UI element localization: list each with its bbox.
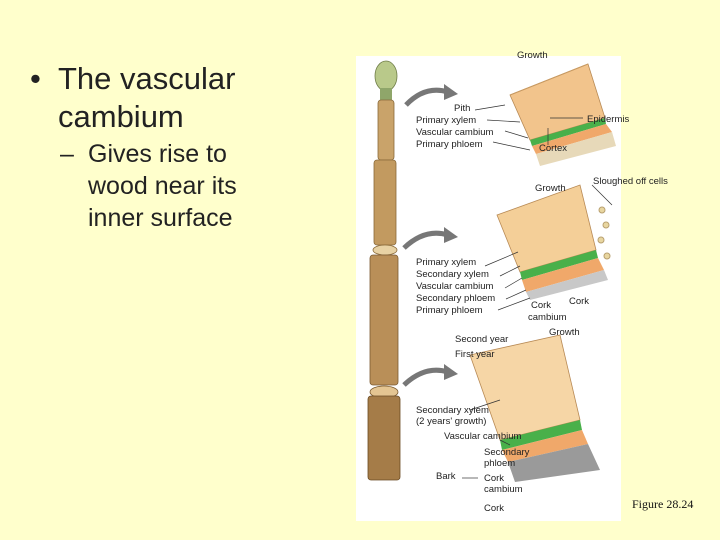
label-secondary-phloem-3-line-1: Secondary <box>484 447 530 458</box>
arrow-2-icon <box>402 230 449 250</box>
label-primary-phloem-2: Primary phloem <box>416 305 483 316</box>
phloem-band-2 <box>522 258 604 292</box>
older-stem-segment <box>367 395 401 481</box>
label-first-year: First year <box>455 349 495 360</box>
leader-line <box>504 277 523 289</box>
sloughed-cell-icon <box>602 221 610 229</box>
cortex-band-1 <box>536 132 616 166</box>
leader-lines <box>462 104 613 479</box>
first-year-stem-segment <box>373 159 397 246</box>
figure-caption: Figure 28.24 <box>632 497 694 511</box>
label-growth-mid: Growth <box>535 183 566 194</box>
bullet-list: • The vascular cambium – Gives rise to w… <box>28 60 237 234</box>
subbullet-gives-rise: – Gives rise to wood near its inner surf… <box>28 138 237 234</box>
label-vascular-cambium-3: Vascular cambium <box>444 431 522 442</box>
leader-line <box>499 265 521 277</box>
label-cork-cambium-line-1: Cork <box>531 300 552 311</box>
subbullet-line-1: Gives rise to <box>88 140 227 168</box>
phloem-band-1 <box>532 124 612 154</box>
subbullet-line-3: inner surface <box>88 204 233 232</box>
label-cork-cambium-line-2: cambium <box>528 312 567 323</box>
stem-column <box>367 60 458 481</box>
label-cork-cambium-3-line-1: Cork <box>484 473 505 484</box>
label-secondary-xylem-2: Secondary xylem <box>416 269 489 280</box>
label-secondary-xylem-3-line-2: (2 years' growth) <box>416 416 487 427</box>
label-cork-3: Cork <box>484 503 505 514</box>
label-cortex: Cortex <box>539 143 567 154</box>
bullet-text-line-2: cambium <box>58 99 184 134</box>
cross-section-wedge-2 <box>496 184 611 300</box>
cross-section-wedge-3 <box>469 334 600 482</box>
label-secondary-phloem-2: Secondary phloem <box>416 293 496 304</box>
leader-line <box>497 297 531 311</box>
leader-line <box>499 439 511 446</box>
sloughed-cell-icon <box>597 236 605 244</box>
bullet-text-line-1: The vascular <box>58 61 236 96</box>
vascular-cambium-band-2 <box>520 250 598 280</box>
leader-line <box>504 130 529 139</box>
cross-section-wedge-1 <box>509 63 616 166</box>
label-vascular-cambium-1: Vascular cambium <box>416 127 494 138</box>
leader-line <box>492 141 531 151</box>
arrow-1-icon <box>404 87 449 107</box>
arrow-3-head-icon <box>444 364 458 380</box>
cork-band-3 <box>508 444 600 482</box>
sloughed-cell-icon <box>603 252 611 260</box>
label-primary-xylem-2: Primary xylem <box>416 257 477 268</box>
sloughed-cell-icon <box>598 206 606 214</box>
subbullet-dash: – <box>60 140 74 168</box>
subbullet-line-2: wood near its <box>88 172 237 200</box>
bullet-dot: • <box>30 61 41 96</box>
cut-stem-face <box>372 244 398 256</box>
label-primary-phloem-1: Primary phloem <box>416 139 483 150</box>
pith-edge-1 <box>509 63 589 96</box>
second-year-stem-segment <box>369 254 399 386</box>
label-sloughed-off-cells: Sloughed off cells <box>593 176 668 187</box>
leader-line <box>484 251 519 267</box>
young-stem-segment <box>377 99 395 161</box>
phloem-band-3 <box>502 430 588 462</box>
label-cork: Cork <box>569 296 590 307</box>
bud-base <box>380 88 392 100</box>
label-cork-cambium-3-line-2: cambium <box>484 484 523 495</box>
arrow-3-icon <box>402 367 449 387</box>
label-secondary-xylem-3-line-1: Secondary xylem <box>416 405 489 416</box>
terminal-bud-icon <box>374 60 398 92</box>
arrow-2-head-icon <box>444 227 458 243</box>
label-pith: Pith <box>454 103 471 114</box>
leader-line <box>505 289 527 300</box>
arrow-1-head-icon <box>444 84 458 100</box>
leader-line <box>469 399 501 411</box>
leader-line <box>474 104 506 111</box>
label-epidermis: Epidermis <box>587 114 630 125</box>
label-vascular-cambium-2: Vascular cambium <box>416 281 494 292</box>
vascular-cambium-band-3 <box>500 420 582 450</box>
cork-band-2 <box>526 270 608 300</box>
label-growth-top: Growth <box>517 50 548 61</box>
bullet-vascular-cambium: • The vascular cambium <box>28 60 237 136</box>
label-secondary-phloem-3-line-2: phloem <box>484 458 516 469</box>
label-bark: Bark <box>436 471 456 482</box>
leader-line <box>486 119 521 123</box>
leader-line <box>591 184 613 206</box>
vascular-cambium-band-1 <box>530 118 606 146</box>
label-growth-low: Growth <box>549 327 580 338</box>
label-second-year: Second year <box>455 334 509 345</box>
label-primary-xylem-1: Primary xylem <box>416 115 477 126</box>
